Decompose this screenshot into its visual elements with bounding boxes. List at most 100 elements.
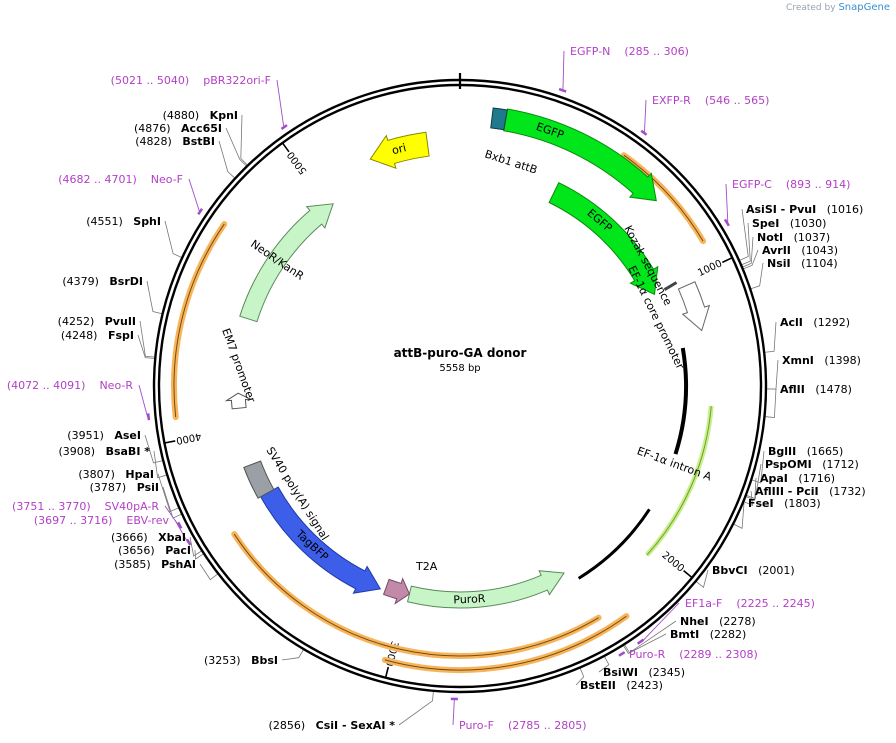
site-gap xyxy=(94,315,105,328)
site-leader-nsii xyxy=(750,262,764,290)
site-gap xyxy=(783,231,794,244)
site-position: (4551) xyxy=(86,215,123,228)
site-gap xyxy=(171,122,182,135)
site-gap xyxy=(148,531,159,544)
site-name: NotI xyxy=(757,231,783,244)
primer-name: EGFP-C xyxy=(732,178,772,191)
primer-leader-exfp-r xyxy=(644,99,647,132)
site-position: (1803) xyxy=(784,497,821,510)
primer-leader-puro-f xyxy=(452,699,455,726)
site-name: PspOMI xyxy=(765,458,812,471)
primer-range: (2289 .. 2308) xyxy=(679,648,758,661)
primer-label-exfp-r: EXFP-R (546 .. 565) xyxy=(652,94,769,107)
primer-leader-pbr322ori-f xyxy=(276,79,285,127)
primer-leader-ef1a-f xyxy=(640,602,680,643)
site-position: (1398) xyxy=(824,354,861,367)
site-label-aflii: AflII (1478) xyxy=(780,383,852,396)
site-leader-csii-sexai xyxy=(398,690,434,726)
site-gap xyxy=(104,429,115,442)
site-leader-avrii xyxy=(742,249,759,270)
credit-prefix: Created by xyxy=(786,3,836,13)
site-label-xbai: (3666) XbaI xyxy=(111,531,186,544)
primer-label-neo-r: (4072 .. 4091) Neo-R xyxy=(7,379,133,392)
site-label-asei: (3951) AseI xyxy=(67,429,141,442)
primer-name: EGFP-N xyxy=(570,45,610,58)
primer-gap xyxy=(691,94,705,107)
site-name: HpaI xyxy=(125,468,154,481)
primer-name: Neo-F xyxy=(151,173,183,186)
site-leader-noti xyxy=(741,236,754,268)
primer-range: (3697 .. 3716) xyxy=(34,514,113,527)
tick-label-5000: 5000 xyxy=(286,149,310,176)
primer-label-puro-f: Puro-F (2785 .. 2805) xyxy=(459,719,587,732)
site-name: FspI xyxy=(108,329,134,342)
site-leader-sphi xyxy=(164,220,183,259)
site-leader-bglii xyxy=(751,450,765,484)
site-position: (1016) xyxy=(827,203,864,216)
primer-arc-puro xyxy=(384,615,627,671)
site-name: PvuII xyxy=(105,315,136,328)
primer-range: (4072 .. 4091) xyxy=(7,379,86,392)
site-leader-pshai xyxy=(199,563,219,581)
site-name: AclI xyxy=(780,316,803,329)
site-leader-bstbi xyxy=(218,140,236,179)
site-label-noti: NotI (1037) xyxy=(757,231,830,244)
site-name: ApaI xyxy=(760,472,788,485)
site-leader-bsabi xyxy=(153,450,168,479)
site-name: KpnI xyxy=(210,109,238,122)
site-label-bmti: BmtI (2282) xyxy=(670,628,746,641)
primer-label-sv40pa-r: (3751 .. 3770) SV40pA-R xyxy=(12,500,159,513)
site-label-pspomi: PspOMI (1712) xyxy=(765,458,859,471)
site-label-apai: ApaI (1716) xyxy=(760,472,835,485)
primer-range: (893 .. 914) xyxy=(786,178,851,191)
site-gap xyxy=(699,628,710,641)
plasmid-name: attB-puro-GA donor xyxy=(394,346,527,360)
site-position: (4880) xyxy=(163,109,200,122)
intron-arc-bfp xyxy=(233,533,599,657)
site-name: NsiI xyxy=(767,257,791,270)
ori-arrow xyxy=(369,131,430,170)
site-position: (2282) xyxy=(710,628,747,641)
site-label-nhei: NheI (2278) xyxy=(680,615,756,628)
site-gap xyxy=(95,445,106,458)
site-name: BbvCI xyxy=(712,564,748,577)
primer-leader-neo-r xyxy=(138,384,148,417)
site-position: (3253) xyxy=(204,654,241,667)
site-name: BglII xyxy=(768,445,796,458)
feature-label-puror: PuroR xyxy=(453,592,486,606)
site-position: (1478) xyxy=(815,383,852,396)
site-label-spei: SpeI (1030) xyxy=(752,217,826,230)
site-name: BmtI xyxy=(670,628,699,641)
tick-label-4000: 4000 xyxy=(175,430,202,446)
site-leader-xbai xyxy=(189,536,203,557)
primer-gap xyxy=(722,597,736,610)
primer-gap xyxy=(494,719,508,732)
em7-arrow xyxy=(224,392,253,410)
primer-label-ebv-rev: (3697 .. 3716) EBV-rev xyxy=(34,514,170,527)
site-label-acc65i: (4876) Acc65I xyxy=(134,122,222,135)
site-gap xyxy=(97,329,108,342)
site-gap xyxy=(151,558,162,571)
site-position: (1292) xyxy=(813,316,850,329)
site-position: (1104) xyxy=(801,257,838,270)
site-leader-apai xyxy=(745,477,757,501)
ef1a-intron-bar xyxy=(673,347,688,455)
primer-name: EF1a-F xyxy=(685,597,722,610)
site-leader-bbvci xyxy=(695,569,709,589)
primer-range: (3751 .. 3770) xyxy=(12,500,91,513)
primer-range: (4682 .. 4701) xyxy=(58,173,137,186)
tick-label-2000: 2000 xyxy=(659,550,686,575)
site-name: Acc65I xyxy=(181,122,222,135)
site-gap xyxy=(638,666,649,679)
site-leader-fspi xyxy=(137,334,156,359)
intron-arc xyxy=(646,406,712,556)
primer-label-egfp-n: EGFP-N (285 .. 306) xyxy=(570,45,689,58)
primer-gap xyxy=(85,379,99,392)
site-label-bbvci: BbvCI (2001) xyxy=(712,564,795,577)
site-leader-pspomi xyxy=(745,463,762,500)
site-gap xyxy=(115,468,126,481)
primer-range: (2785 .. 2805) xyxy=(508,719,587,732)
site-position: (3585) xyxy=(114,558,151,571)
primer-label-egfp-c: EGFP-C (893 .. 914) xyxy=(732,178,850,191)
